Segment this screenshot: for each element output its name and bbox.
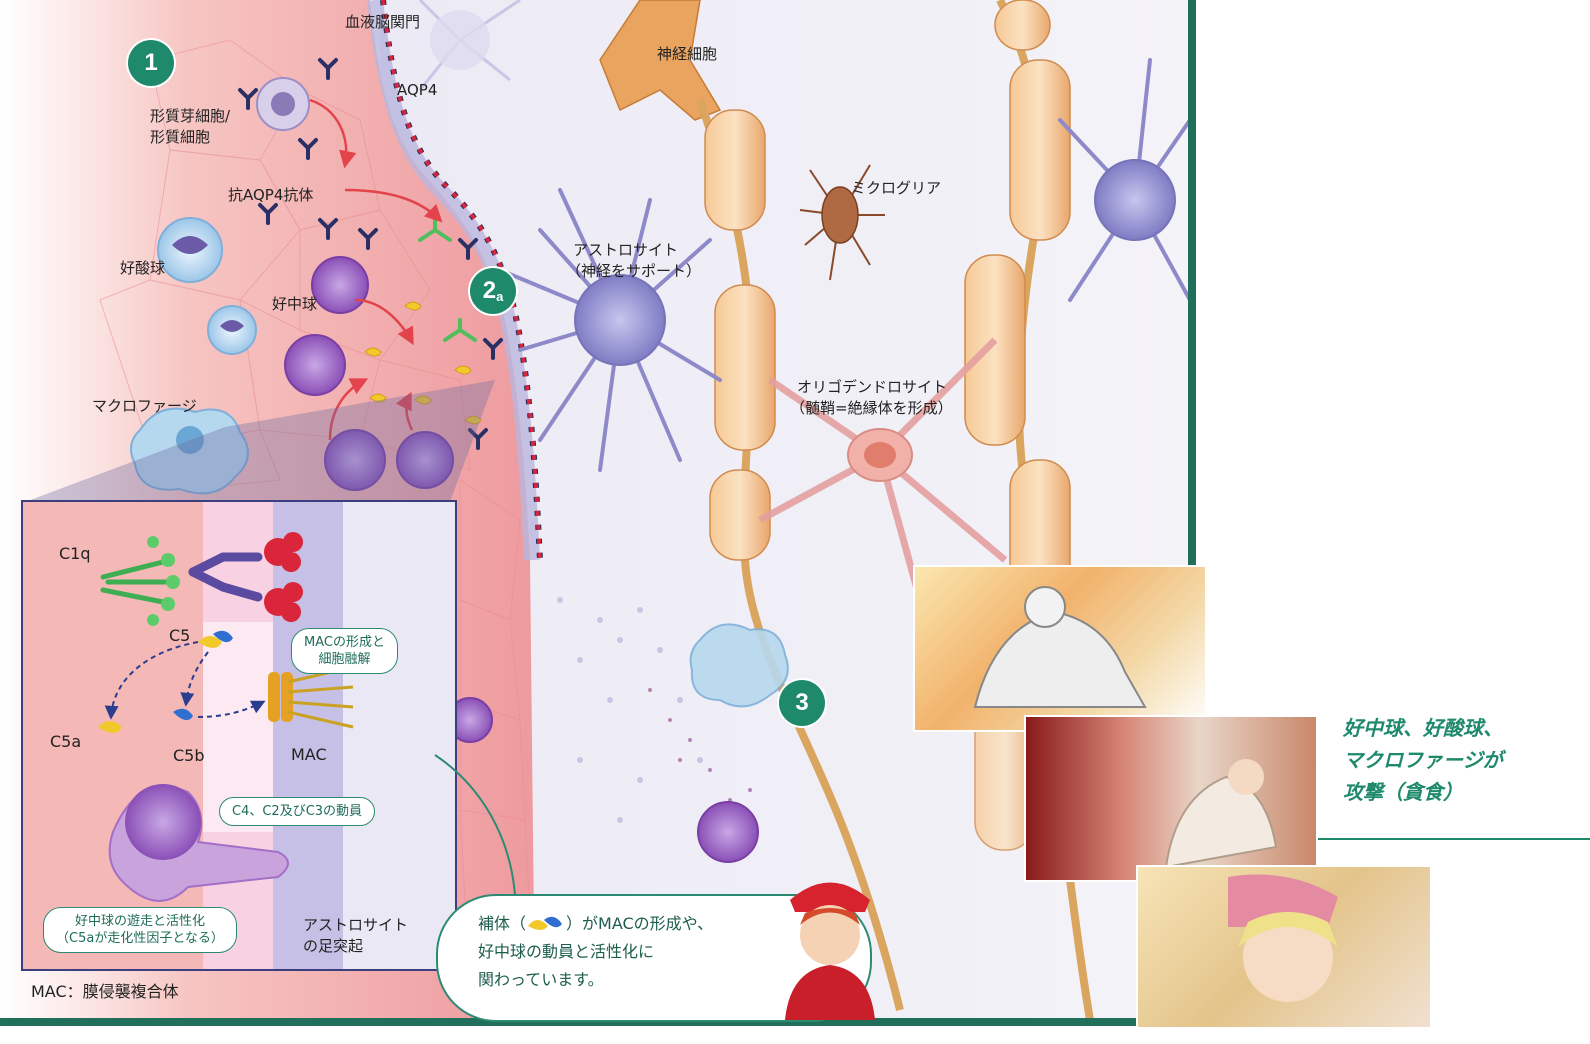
pill-c4-c2-c3: C4、C2及びC3の動員 (219, 797, 376, 826)
inset-label-c1q: C1q (59, 544, 91, 563)
label-plasma-2: 形質細胞 (150, 128, 211, 146)
photo-neutrophil-attack (913, 565, 1207, 732)
pill-mac-formation: MACの形成と細胞融解 (291, 628, 398, 674)
label-aqp4: AQP4 (397, 81, 438, 99)
inset-label-astro-foot-2: の足突起 (303, 937, 364, 955)
photo-macrophage-attack (1136, 865, 1432, 1029)
label-astrocyte-2: （神経をサポート） (566, 262, 702, 280)
inset-illustration (23, 502, 455, 969)
photo-eosinophil-attack (1024, 715, 1318, 882)
inset-label-c5b: C5b (173, 746, 205, 765)
inset-label-astro-foot-1: アストロサイト (303, 916, 409, 934)
label-neuron: 神経細胞 (657, 45, 718, 63)
badge-step-1: 1 (128, 40, 174, 86)
character-avatar (785, 882, 875, 1020)
badge-step-3: 3 (779, 680, 825, 726)
label-plasma-1: 形質芽細胞/ (150, 107, 231, 125)
label-microglia: ミクログリア (851, 179, 942, 197)
attack-caption: 好中球、好酸球、 マクロファージが 攻撃（貪食） (1343, 716, 1503, 804)
label-anti-aqp4: 抗AQP4抗体 (228, 186, 314, 204)
inset-label-c5a: C5a (50, 732, 82, 751)
label-eosinophil: 好酸球 (120, 259, 166, 277)
inset-label-mac: MAC (291, 745, 327, 764)
speech-tail (434, 754, 516, 896)
footnote-mac: MAC：膜侵襲複合体 (31, 982, 179, 1001)
label-astrocyte-1: アストロサイト (573, 241, 679, 259)
label-oligo-1: オリゴデンドロサイト (797, 378, 948, 396)
complement-inset: C1q C5 C5a C5b MAC MACの形成と細胞融解 C4、C2及びC3… (21, 500, 457, 971)
badge-step-2a: 2a (470, 268, 516, 314)
label-bbb: 血液脳関門 (345, 13, 421, 31)
label-macrophage: マクロファージ (92, 397, 197, 415)
speech-text: 補体（）がMACの形成や、 好中球の動員と活性化に 関わっています。 (478, 914, 714, 989)
label-oligo-2: （髄鞘=絶縁体を形成） (790, 399, 953, 417)
complement-icon (528, 916, 563, 930)
inset-label-c5: C5 (169, 626, 191, 645)
label-neutrophil: 好中球 (272, 295, 318, 313)
pill-neutrophil-migration: 好中球の遊走と活性化（C5aが走化性因子となる） (43, 907, 237, 953)
